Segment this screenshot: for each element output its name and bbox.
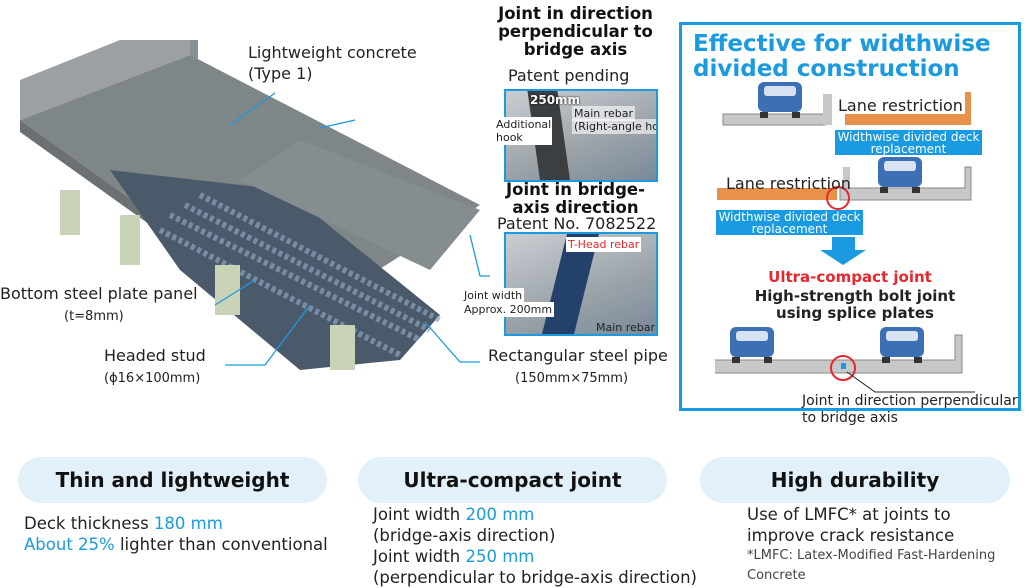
- bridge-deck-illustration: [20, 40, 490, 370]
- headed-stud-label: Headed stud: [104, 346, 206, 365]
- weight-reduction-value: About 25%: [24, 535, 115, 554]
- feature-3-text: Use of LMFC* at joints to improve crack …: [747, 504, 1032, 586]
- feature-ultra-compact: Ultra-compact joint: [358, 457, 667, 503]
- lightweight-concrete-type: (Type 1): [248, 64, 313, 83]
- panel-title: Effective for widthwise divided construc…: [693, 31, 991, 82]
- steel-pipe-spec: (150mm×75mm): [515, 371, 629, 386]
- divided-replacement-1: Widthwise divided deck replacement: [835, 130, 982, 155]
- construction-diagram: [715, 82, 975, 393]
- bolt-joint-label: High-strength bolt joint using splice pl…: [754, 287, 956, 322]
- patent-pending: Patent pending: [508, 66, 630, 85]
- joint-width-250: 250 mm: [465, 547, 535, 566]
- text: Deck thickness: [24, 514, 154, 533]
- axis-main-rebar-label: Main rebar: [596, 321, 656, 334]
- divided-replacement-2: Widthwise divided deck replacement: [716, 210, 863, 235]
- bottom-plate-spec: (t=8mm): [64, 309, 124, 324]
- main-rebar-label: Main rebar: [572, 106, 636, 121]
- feature-1-text: Deck thickness 180 mm About 25% lighter …: [24, 513, 328, 555]
- lane-restriction-2: Lane restriction: [726, 174, 851, 193]
- joint-width-label: Joint width: [462, 288, 525, 303]
- text: lighter than conventional: [114, 535, 328, 554]
- feature-2-text: Joint width 200 mm (bridge-axis directio…: [373, 504, 697, 588]
- text: Joint width: [373, 505, 466, 524]
- additional-hook-label: Additional hook: [494, 117, 552, 145]
- feature-thin-lightweight: Thin and lightweight: [18, 457, 327, 503]
- lightweight-concrete-label: Lightweight concrete: [248, 43, 417, 62]
- text: improve crack resistance: [747, 526, 955, 545]
- bottom-plate-label: Bottom steel plate panel: [0, 284, 198, 303]
- joint-caption: Joint in direction perpendicular to brid…: [802, 393, 1018, 426]
- joint-width-value: Approx. 200mm: [462, 302, 555, 317]
- joint-perpendicular-title: Joint in direction perpendicular to brid…: [498, 4, 653, 59]
- ultra-compact-label: Ultra-compact joint: [768, 268, 932, 286]
- feature-durability: High durability: [700, 457, 1010, 503]
- steel-pipe-label: Rectangular steel pipe: [488, 346, 668, 365]
- lane-restriction-1: Lane restriction: [838, 96, 963, 115]
- deck-thickness-value: 180 mm: [153, 514, 223, 533]
- text: (perpendicular to bridge-axis direction): [373, 568, 697, 587]
- text: Joint width: [373, 547, 466, 566]
- patent-number: Patent No. 7082522: [497, 214, 657, 233]
- text: Use of LMFC* at joints to: [747, 505, 951, 524]
- joint-width-200: 200 mm: [465, 505, 535, 524]
- headed-stud-spec: (ϕ16×100mm): [104, 371, 201, 386]
- t-head-rebar-label: T-Head rebar: [566, 237, 642, 252]
- joint-axis-photo: T-Head rebar Main rebar: [504, 232, 658, 336]
- text: (bridge-axis direction): [373, 526, 556, 545]
- joint-axis-title: Joint in bridge-axis direction: [506, 180, 645, 217]
- widthwise-panel: [679, 22, 1021, 411]
- lmfc-note: *LMFC: Latex-Modified Fast-Hardening Con…: [747, 548, 996, 583]
- main-rebar-note: (Right-angle hook): [572, 119, 656, 134]
- dim-250: 250mm: [530, 93, 581, 107]
